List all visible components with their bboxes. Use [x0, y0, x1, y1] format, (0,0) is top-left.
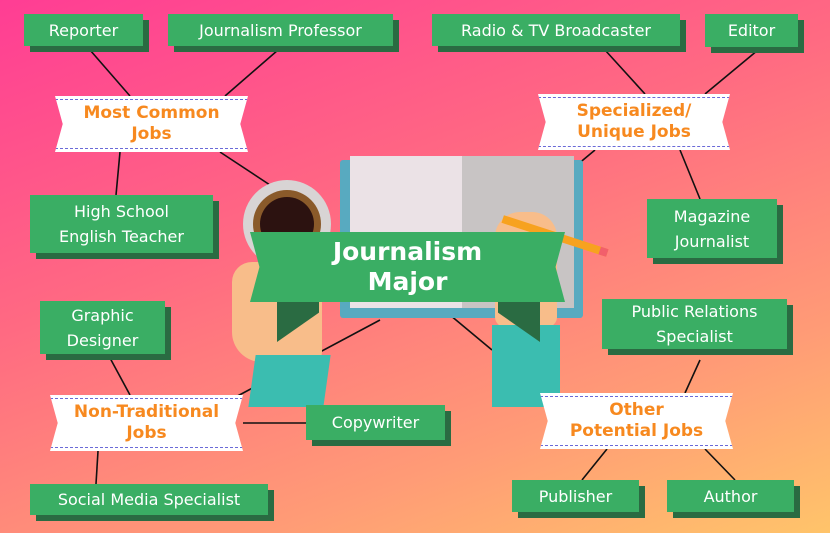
- category-label: Non-Traditional: [73, 402, 220, 422]
- category-label: Specialized/: [576, 101, 692, 121]
- job-label: Copywriter: [331, 413, 420, 432]
- job-editor: Editor: [705, 14, 798, 47]
- category-label: Potential Jobs: [569, 421, 704, 441]
- job-copywriter: Copywriter: [306, 405, 445, 440]
- category-label: Jobs: [131, 124, 172, 144]
- job-label: Reporter: [48, 20, 119, 40]
- job-publisher: Publisher: [512, 480, 639, 512]
- job-label: Journalist: [674, 231, 750, 251]
- job-reporter: Reporter: [24, 14, 143, 46]
- job-label: Author: [703, 486, 758, 506]
- job-author: Author: [667, 480, 794, 512]
- job-label: Social Media Specialist: [57, 490, 241, 509]
- job-label: English Teacher: [59, 227, 184, 246]
- job-label: Designer: [66, 330, 139, 350]
- job-journalism-professor: Journalism Professor: [168, 14, 393, 46]
- job-label: Editor: [727, 21, 776, 40]
- job-label: Magazine: [673, 206, 751, 226]
- job-label: Specialist: [656, 327, 733, 346]
- category-label: Jobs: [126, 423, 167, 443]
- category-specialized-jobs: Specialized/Unique Jobs: [538, 94, 730, 150]
- job-radio-tv-broadcaster: Radio & TV Broadcaster: [432, 14, 680, 46]
- job-label: High School: [74, 202, 169, 221]
- job-label: Graphic: [71, 305, 134, 325]
- center-title-line1: Journalism: [332, 237, 483, 266]
- job-label: Radio & TV Broadcaster: [461, 20, 651, 40]
- category-label: Other: [609, 400, 664, 420]
- category-label: Unique Jobs: [577, 122, 691, 142]
- center-title-line2: Major: [367, 267, 448, 296]
- job-label: Publisher: [538, 486, 613, 506]
- job-label: Public Relations: [631, 302, 758, 321]
- category-label: Most Common: [83, 103, 220, 123]
- job-social-media-specialist: Social Media Specialist: [30, 484, 268, 515]
- left-sleeve-illustration: [248, 355, 331, 407]
- job-label: Journalism Professor: [199, 20, 362, 40]
